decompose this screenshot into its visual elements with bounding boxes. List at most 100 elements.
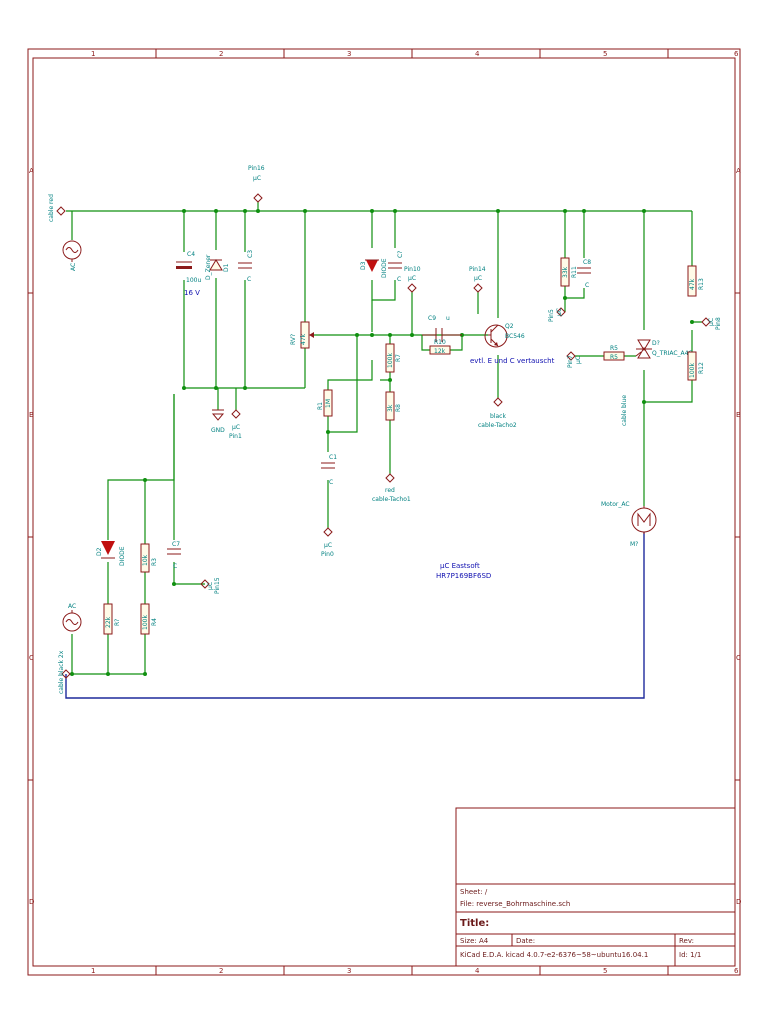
port-pin15-uc: µC (207, 582, 214, 590)
row-label: B (736, 411, 741, 419)
port-red: red (385, 487, 395, 494)
c3-ref: C3 (247, 250, 254, 258)
r12-value: 100k (689, 363, 696, 378)
r1-value: 1M (325, 399, 332, 408)
tb-date: Date: (516, 937, 535, 945)
junctions (70, 209, 694, 676)
r11-value: 33k (562, 266, 569, 278)
r4-resistor: 100k R4 (140, 603, 158, 635)
port-pin14: Pin14 (469, 266, 486, 273)
port-pin16-uc: µC (253, 175, 261, 182)
col-label: 3 (347, 967, 351, 975)
tb-id: Id: 1/1 (679, 951, 701, 959)
port-pin1: Pin1 (229, 433, 242, 440)
d3-diode: D3 DIODE (360, 258, 388, 278)
port-pin15: Pin15 (214, 577, 221, 594)
port-cable-tacho2: cable-Tacho2 (478, 422, 517, 429)
row-label: A (29, 167, 34, 175)
tb-rev: Rev: (679, 937, 694, 945)
r7-resistor: 100k R7 (385, 343, 402, 373)
tb-file: File: reverse_Bohrmaschine.sch (460, 900, 570, 908)
c7b-value: C (173, 563, 177, 570)
triac-value: Q_TRIAC_A4G (652, 350, 693, 357)
controller-note-line1: µC Eastsoft (440, 562, 480, 570)
col-label: 2 (219, 967, 223, 975)
col-label: 6 (734, 967, 739, 975)
r5-value: R5 (610, 354, 618, 361)
d2-ref: D2 (96, 547, 103, 556)
r1-resistor: R1 1M (317, 389, 333, 417)
r8-value: 3k (387, 404, 394, 412)
title-block: Sheet: / File: reverse_Bohrmaschine.sch … (455, 807, 736, 967)
motor-ref: M? (630, 541, 638, 548)
col-label: 6 (734, 50, 739, 58)
r12-resistor: 100k R12 (687, 351, 705, 381)
r10-resistor: R10 12k (429, 339, 451, 355)
port-pin8-uc: µC (708, 318, 715, 326)
c3-value: C (247, 276, 251, 283)
r7-value: 100k (387, 353, 394, 368)
c7a-capacitor: C? C (388, 251, 404, 283)
swap-note: evtl. E und C vertauscht (470, 357, 555, 365)
q2-ref: Q2 (505, 323, 514, 330)
c7b-ref: C7 (172, 541, 180, 548)
c4-voltage: 16 V (184, 289, 200, 297)
col-label: 5 (603, 50, 607, 58)
rv2-potentiometer: RV? 47k (290, 321, 314, 349)
port-pin1-uc: µC (232, 424, 240, 431)
bus-line (65, 532, 645, 699)
port-pin5: Pin5 (548, 309, 555, 322)
r8-ref: R8 (395, 404, 402, 412)
c4-ref: C4 (187, 251, 195, 258)
triac-ref: D? (652, 340, 660, 347)
controller-note-line2: HR7P169BF6SD (436, 572, 491, 580)
r12-ref: R12 (698, 362, 705, 374)
c7b-capacitor: C7 C (167, 541, 181, 570)
r2-value: 22k (105, 616, 112, 628)
col-label: 5 (603, 967, 607, 975)
ac-source-top: AC (62, 240, 82, 271)
port-cable-black-2x: cable black 2x (58, 650, 65, 694)
ac-source-bottom: AC (62, 603, 82, 632)
port-pin14-uc: µC (474, 275, 482, 282)
d3-value: DIODE (381, 258, 388, 278)
r8-resistor: 3k R8 (385, 391, 402, 421)
row-label: D (29, 898, 34, 906)
port-cable-tacho1: cable-Tacho1 (372, 496, 411, 503)
motor-value: Motor_AC (601, 501, 630, 508)
port-pin7-uc: µC (575, 356, 582, 364)
c4-capacitor: C4 100u 16 V (176, 251, 201, 297)
c9-capacitor: C9 u (422, 315, 462, 342)
port-pin0-uc: µC (324, 542, 332, 549)
r3-resistor: 10k R3 (140, 543, 158, 573)
r1-ref: R1 (317, 402, 324, 410)
d1-zener: D_Zener D1 (205, 254, 230, 280)
port-cable-blue: cable blue (621, 395, 628, 426)
col-label: 1 (91, 50, 95, 58)
c7a-value: C (397, 276, 401, 283)
sheet-frame: 1 2 3 4 5 6 1 2 3 4 5 6 A B C D A B C D (27, 48, 741, 976)
r13-resistor: 47k R13 (687, 265, 705, 297)
r3-value: 10k (142, 554, 149, 566)
port-pin10-uc: µC (408, 275, 416, 282)
tb-size: Size: A4 (460, 937, 489, 945)
ac-top-label: AC (70, 263, 77, 271)
c4-value: 100u (186, 277, 201, 284)
row-label: A (736, 167, 741, 175)
rv2-value: 47k (300, 333, 307, 345)
c1-value: C (329, 479, 333, 486)
d2-value: DIODE (119, 546, 126, 566)
r11-resistor: 33k R11 (560, 257, 578, 287)
ac-bottom-label: AC (68, 603, 76, 610)
r10-ref: R10 (434, 339, 446, 346)
row-label: D (736, 898, 741, 906)
port-pin5-uc: µC (556, 308, 563, 316)
triac: D? Q_TRIAC_A4G (635, 339, 693, 359)
motor: Motor_AC M? (601, 501, 657, 548)
port-pin7: Pin7 (567, 355, 574, 368)
port-gnd: GND (211, 427, 225, 434)
port-pin10: Pin10 (404, 266, 421, 273)
ports: cable red Pin16 µC GND µC Pin1 Pin10 µC … (48, 165, 722, 694)
col-label: 1 (91, 967, 95, 975)
